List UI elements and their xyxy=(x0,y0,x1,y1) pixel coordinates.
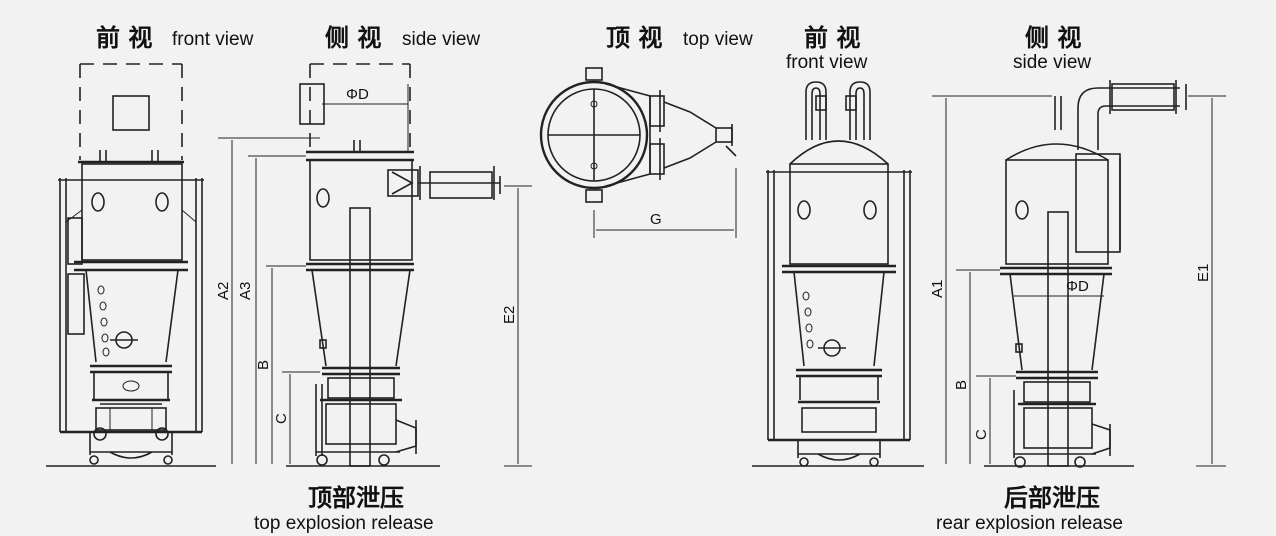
dim-a1: A1 xyxy=(929,280,946,298)
front-view-2-cn-label: 前 视 xyxy=(804,24,860,52)
top-view-drawing xyxy=(539,67,737,238)
dim-e2: E2 xyxy=(501,306,518,324)
dimension-lines xyxy=(218,84,1226,467)
side-view-2-en-label: side view xyxy=(1013,52,1091,73)
top-view-cn-label: 顶 视 xyxy=(606,24,662,52)
side-view-en-label: side view xyxy=(402,29,480,50)
front-view-2-en-label: front view xyxy=(786,52,868,73)
dim-c: C xyxy=(273,413,290,424)
dim-a2: A2 xyxy=(215,282,232,300)
dim-c2: C xyxy=(973,429,990,440)
top-release-cn-caption: 顶部泄压 xyxy=(308,484,404,512)
front-view-2-drawing xyxy=(752,81,924,467)
rear-release-en-caption: rear explosion release xyxy=(936,513,1123,534)
side-view-2-cn-label: 侧 视 xyxy=(1025,24,1081,52)
side-view-cn-label: 侧 视 xyxy=(325,24,381,52)
front-view-drawing xyxy=(46,63,216,467)
dim-g: G xyxy=(650,211,662,228)
dim-phi-d2: ΦD xyxy=(1066,278,1089,295)
rear-release-cn-caption: 后部泄压 xyxy=(1004,484,1100,512)
dim-e1: E1 xyxy=(1195,264,1212,282)
dim-b2: B xyxy=(953,380,970,390)
side-view-drawing xyxy=(286,63,501,467)
dim-phi-d: ΦD xyxy=(346,86,369,103)
side-view-2-drawing xyxy=(984,80,1187,468)
top-view-en-label: top view xyxy=(683,29,753,50)
dim-a3: A3 xyxy=(237,282,254,300)
front-view-en-label: front view xyxy=(172,29,254,50)
dim-b: B xyxy=(255,360,272,370)
top-release-en-caption: top explosion release xyxy=(254,513,434,534)
front-view-cn-label: 前 视 xyxy=(96,24,152,52)
